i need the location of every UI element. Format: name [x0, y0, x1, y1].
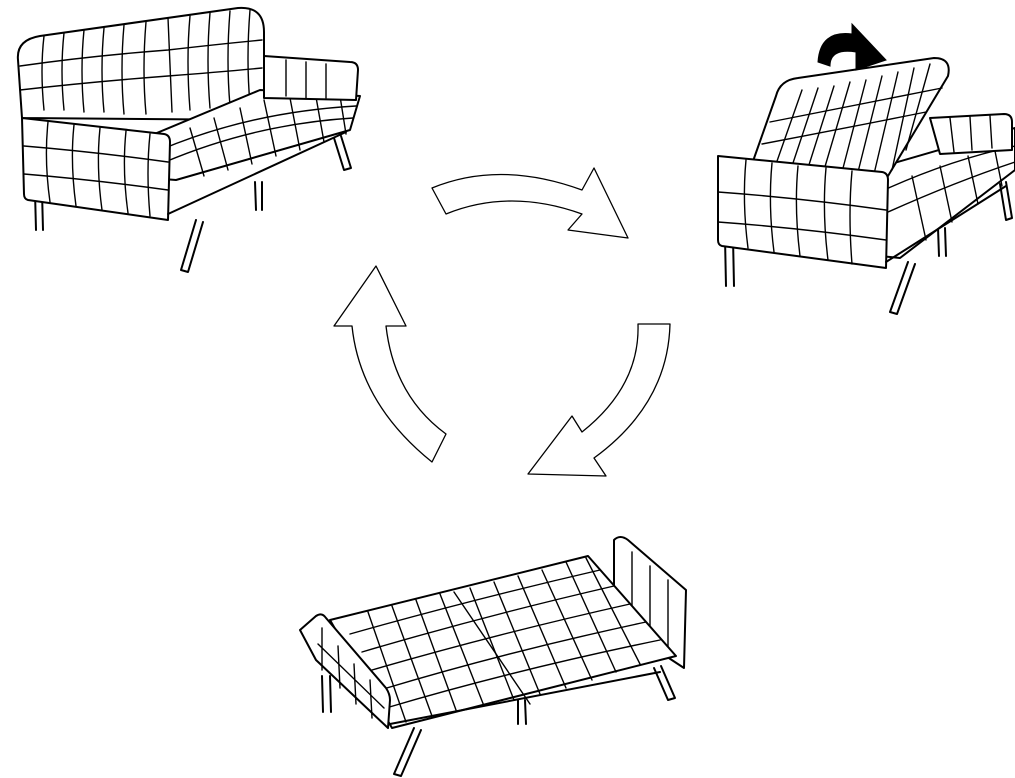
- sofa-leg: [944, 227, 947, 257]
- sofa-leg: [524, 699, 527, 725]
- sofa-leg: [254, 181, 257, 211]
- arrow-bed-to-upright: [333, 265, 447, 463]
- rotate-backrest-icon: [817, 22, 887, 71]
- arrow-reclining-to-bed: [527, 323, 671, 477]
- sofa-leg: [999, 181, 1013, 221]
- sofa-backrest: [16, 6, 265, 121]
- sofa-armrest: [263, 55, 359, 101]
- sofa-bed-flat-icon: [299, 536, 687, 777]
- sofa-upright-icon: [16, 6, 361, 273]
- sofa-leg: [333, 135, 352, 171]
- sofa-leg: [393, 727, 422, 777]
- sofa-leg: [329, 675, 332, 713]
- sofa-backrest: [751, 57, 950, 177]
- sofa-armrest: [21, 117, 171, 221]
- sofa-leg: [321, 675, 324, 713]
- sofa-armrest: [717, 155, 889, 269]
- sofa-leg: [180, 219, 204, 273]
- sofa-leg: [889, 261, 916, 315]
- arrow-upright-to-reclining: [431, 167, 629, 239]
- sofa-reclining-icon: [717, 22, 1015, 315]
- sofa-leg: [937, 227, 940, 257]
- sofa-leg: [653, 665, 676, 701]
